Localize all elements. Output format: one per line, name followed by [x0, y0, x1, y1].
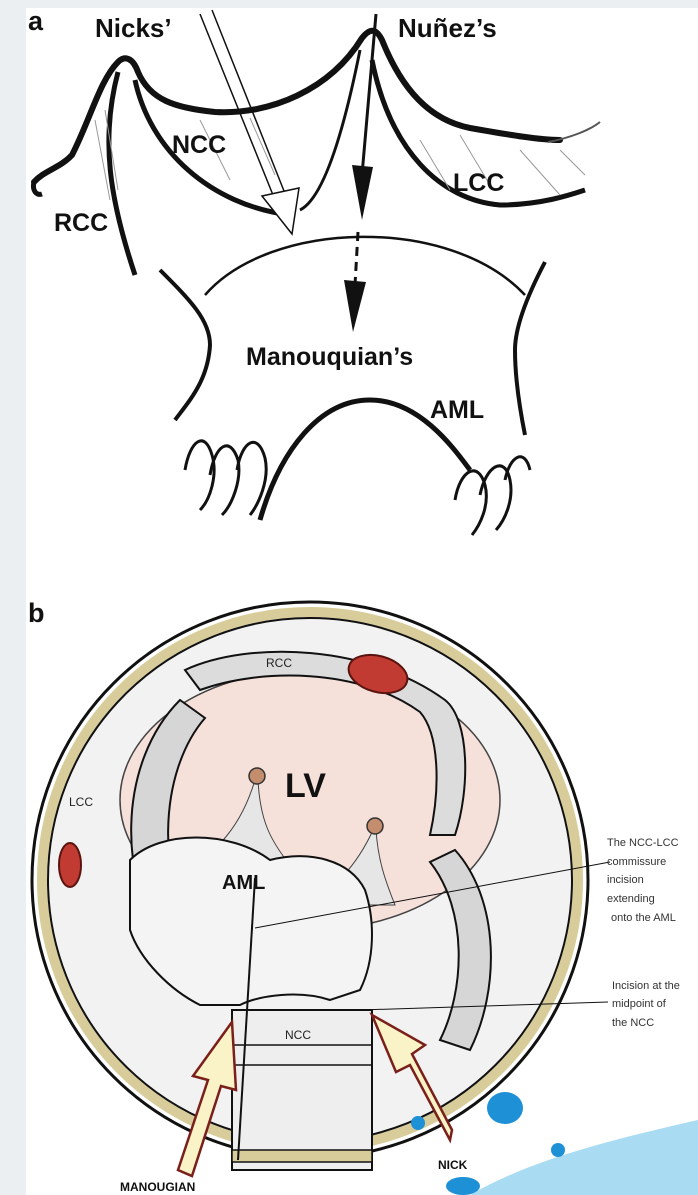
b-ncc-label: NCC	[285, 1028, 311, 1042]
midpoint-annotation: Incision at the midpoint of the NCC	[612, 980, 683, 1029]
nunez-label: Nuñez’s	[398, 13, 497, 43]
rcc-label: RCC	[54, 209, 108, 237]
b-manougian-label: MANOUGIAN	[120, 1180, 195, 1194]
b-lv-label: LV	[285, 767, 326, 805]
b-aml-label: AML	[222, 872, 265, 894]
commissure-annotation: The NCC-LCC commissure incision extendin…	[607, 837, 682, 924]
blue-blob-2	[411, 1116, 425, 1130]
blue-blob-3	[551, 1143, 565, 1157]
b-lcc-label: LCC	[69, 795, 93, 809]
panel-b-letter: b	[28, 598, 45, 628]
panel-b: b	[28, 598, 698, 1195]
panel-a: a	[28, 6, 600, 535]
nicks-arrow	[200, 10, 299, 234]
left-coronary-ostium	[59, 843, 81, 887]
aml-upper-arc	[205, 237, 525, 295]
chordae-left	[185, 441, 266, 515]
b-rcc-label: RCC	[266, 656, 292, 670]
aml-left-edge	[160, 270, 210, 420]
blue-blob-1	[487, 1092, 523, 1124]
b-nick-label: NICK	[438, 1158, 468, 1172]
rcc-outer-line	[109, 72, 135, 275]
lcc-label: LCC	[453, 169, 504, 197]
ncc-annulus	[232, 1150, 372, 1162]
manouquian-label: Manouquian’s	[246, 343, 413, 371]
panel-a-hatching	[95, 110, 585, 200]
nicks-label: Nicks’	[95, 13, 172, 43]
light-blue-shape	[470, 1120, 698, 1195]
aml-label: AML	[430, 396, 484, 424]
ncc-label: NCC	[172, 131, 226, 159]
blue-blob-4	[446, 1177, 480, 1195]
nunez-arrow	[344, 14, 376, 332]
aml-leaflet	[130, 838, 372, 1006]
panel-a-letter: a	[28, 6, 44, 36]
